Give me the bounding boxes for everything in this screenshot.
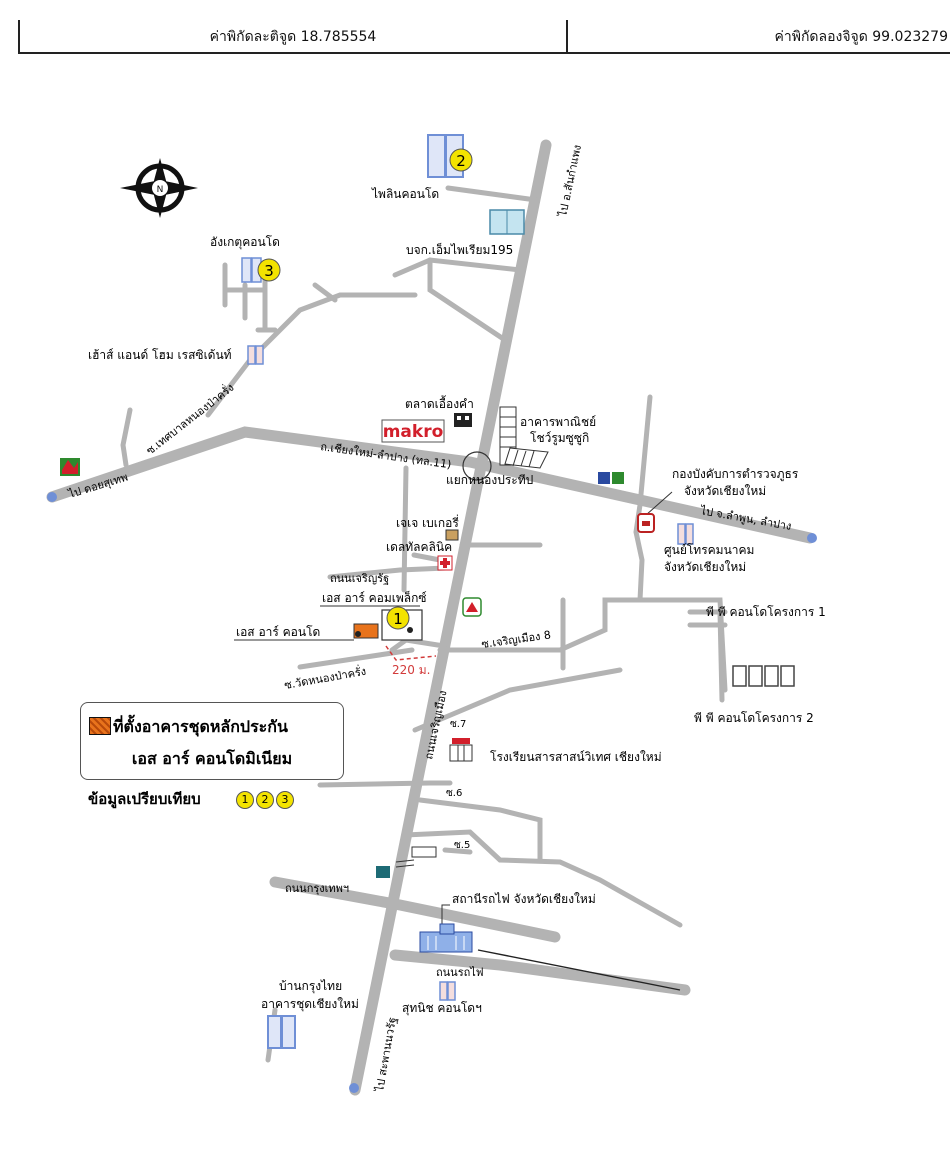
makro-box: [381, 419, 445, 443]
pp1-label: พี พี คอนโดโครงการ 1: [706, 605, 826, 619]
temple-icon: [462, 597, 482, 617]
compass-icon: N: [120, 158, 198, 218]
sutanit-label: สุทนิช คอนโดฯ: [402, 1001, 482, 1016]
rotfai-road-label: ถนนรถไฟ: [436, 966, 484, 979]
compare-label: ข้อมูลเปรียบเทียบ: [88, 790, 201, 808]
distance-path: [385, 645, 437, 661]
soi-wat-label: ซ.วัดหนองป่าครั่ง: [283, 663, 367, 692]
legend-swatch-icon: [89, 717, 111, 735]
bank-icon: [376, 866, 390, 878]
sr-condo-label: เอส อาร์ คอนโด: [236, 625, 320, 639]
sr-complex-label: เอส อาร์ คอมเพล็กซ์: [322, 590, 427, 605]
krungthep-road-label: ถนนกรุงเทพฯ: [285, 882, 349, 895]
bakery-label: เจเจ เบเกอรี่: [396, 514, 459, 530]
marker-1: [386, 606, 410, 630]
house-home-building-icon: [247, 345, 264, 365]
house-home-label: เฮ้าส์ แอนด์ โฮม เรสซิเด้นท์: [88, 348, 232, 362]
comm-center-building-icon: [677, 523, 694, 545]
to-south-label: ไป สะพานนวรัฐ: [373, 1016, 399, 1093]
fuel-station-icon: [598, 472, 624, 484]
railway-line: [477, 949, 681, 991]
road-charoen-mueang: [349, 139, 552, 1096]
to-north-label: ไป อ.สันกำแพง: [556, 144, 584, 219]
compare-badge-2: 2: [256, 791, 274, 809]
direction-arrows: [47, 492, 817, 1093]
marker-2: [449, 148, 473, 172]
marker-3: [257, 258, 281, 282]
angket-label: อังเกตุคอนโด: [210, 235, 280, 250]
pp2-label: พี พี คอนโดโครงการ 2: [694, 711, 814, 725]
intersection-circle: [462, 451, 492, 481]
distance-label: 220 ม.: [392, 663, 430, 677]
soi-7-label: ซ.7: [450, 719, 466, 730]
soi-5-label: ซ.5: [454, 840, 470, 851]
compare-badge-1: 1: [236, 791, 254, 809]
legend-subtitle: เอส อาร์ คอนโดมิเนียม: [131, 749, 293, 768]
coordinate-bar: ค่าพิกัดละติจูด 18.785554 ค่าพิกัดลองจิจ…: [18, 20, 950, 54]
bankrungthai-label-1: บ้านกรุงไทย: [279, 979, 342, 994]
marker-1-label: 1: [393, 610, 403, 628]
comm-center-label-2: จังหวัดเชียงใหม่: [664, 560, 746, 574]
road-network: [46, 139, 816, 1096]
pp2-building-icon: [732, 665, 795, 687]
shop-icon: [411, 846, 437, 858]
compass-label: N: [157, 185, 164, 195]
comm-center-label-1: ศูนย์โทรคมนาคม: [664, 543, 754, 558]
commercial-label-2: โชว์รูมซูซูกิ: [530, 431, 589, 446]
empire-label: บจก.เอ็มไพเรียม195: [406, 242, 513, 257]
latitude-text: ค่าพิกัดละติจูด 18.785554: [209, 29, 377, 45]
bankrungthai-label-2: อาคารชุดเชียงใหม่: [261, 997, 359, 1012]
sutanit-building-icon: [439, 981, 456, 1001]
intersection-label: แยกหนองประทีป: [446, 473, 533, 487]
police-label-2: จังหวัดเชียงใหม่: [684, 484, 766, 498]
charoenrat-road-label: ถนนเจริญรัฐ: [330, 572, 389, 585]
police-label-1: กองบังคับการตำรวจภูธร: [672, 467, 799, 482]
commercial-label-1: อาคารพาณิชย์: [520, 415, 596, 429]
bakery-icon: [445, 529, 459, 541]
market-label: ตลาดเอื้องคำ: [405, 395, 474, 411]
train-station-icon: [419, 923, 473, 953]
bankrungthai-building-icon: [267, 1015, 296, 1049]
station-label: สถานีรถไฟ จังหวัดเชียงใหม่: [452, 892, 596, 906]
longitude-text: ค่าพิกัดลองจิจูด 99.023279: [774, 29, 948, 45]
market-icon: [454, 413, 472, 427]
commercial-building-icon: [499, 406, 549, 469]
empire-building-icon: [489, 209, 525, 235]
marker-3-label: 3: [264, 262, 274, 280]
coordinate-divider: [566, 20, 568, 52]
makro-logo: makro: [383, 422, 444, 442]
main-ew-road-label: ถ.เชียงใหม่-ลำปาง (ทล.11): [320, 440, 453, 471]
pilin-label: ไพลินคอนโด: [371, 187, 439, 201]
school-icon: [449, 738, 473, 762]
compare-badge-3: 3: [276, 791, 294, 809]
clinic-label: เดลทัลคลินิค: [386, 540, 452, 554]
clinic-icon: [437, 555, 453, 571]
police-sign-icon: [637, 491, 673, 533]
school-label: โรงเรียนสารสาสน์วิเทศ เชียงใหม่: [490, 750, 662, 764]
marker-2-label: 2: [456, 152, 466, 170]
legend-box: ที่ตั้งอาคารชุดหลักประกัน เอส อาร์ คอนโด…: [80, 702, 344, 780]
soi-6-label: ซ.6: [446, 788, 462, 799]
legend-title: ที่ตั้งอาคารชุดหลักประกัน: [113, 717, 288, 736]
